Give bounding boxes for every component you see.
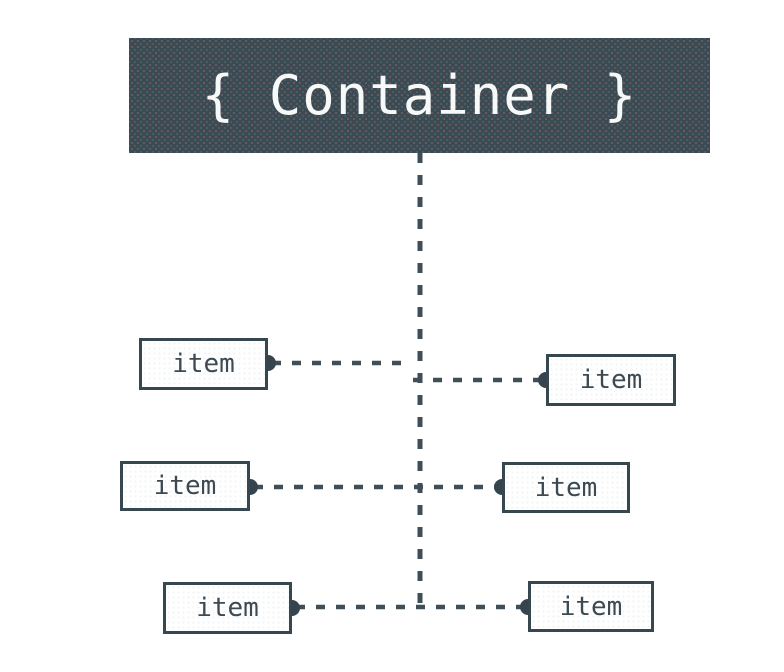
item-node-row3-left: item <box>163 582 292 634</box>
item-label: item <box>579 365 643 395</box>
item-node-row3-right: item <box>528 581 654 632</box>
item-label: item <box>172 349 235 379</box>
item-node-row2-left: item <box>120 461 250 511</box>
item-label: item <box>196 593 259 623</box>
container-label: { Container } <box>201 64 638 127</box>
item-node-row1-right: item <box>546 354 676 406</box>
item-label: item <box>534 472 598 503</box>
item-node-row1-left: item <box>139 338 268 390</box>
item-node-row2-right: item <box>502 462 630 513</box>
item-label: item <box>153 471 217 501</box>
container-node: { Container } <box>129 38 710 153</box>
item-label: item <box>559 591 623 622</box>
